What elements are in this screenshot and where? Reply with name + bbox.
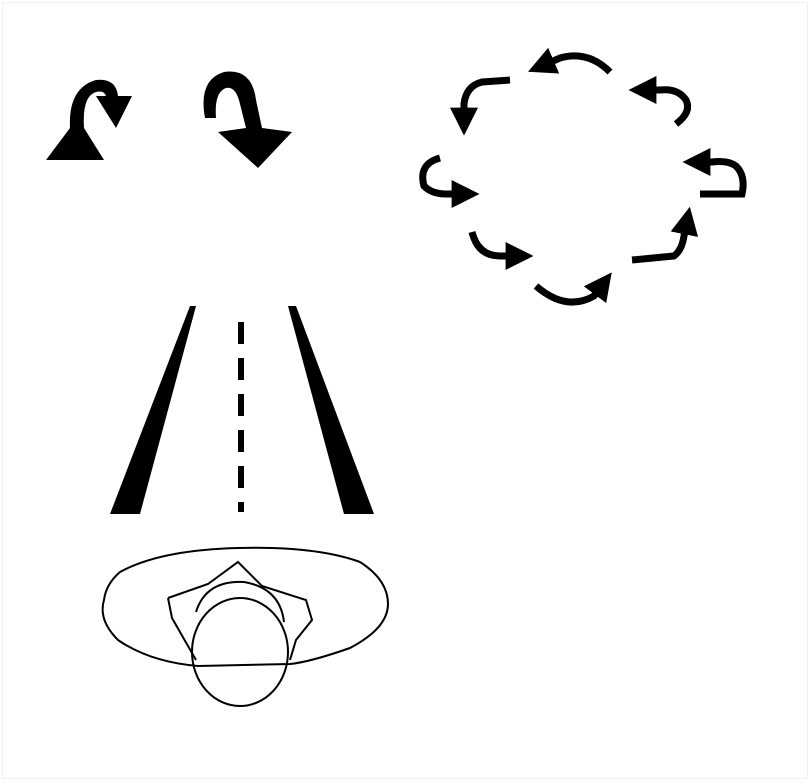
road-left-edge [110, 306, 196, 514]
road-right-edge [288, 306, 374, 514]
u-turn-left-icon [46, 80, 132, 160]
rotate-arrow-top-icon [546, 56, 610, 72]
person-shoulders [103, 548, 388, 666]
road-perspective-icon [110, 306, 374, 514]
person-collar [168, 562, 312, 660]
person-top-view-icon [103, 548, 388, 706]
rotate-arrow-bottom-left-icon [472, 232, 514, 256]
rotation-ring [423, 56, 743, 302]
rotate-arrow-bottom-icon [536, 286, 600, 302]
person-head [192, 598, 288, 706]
rotate-arrow-bottom-right-icon [632, 226, 686, 260]
rotate-arrow-top-right-icon [648, 90, 688, 124]
rotate-arrow-left-icon [423, 158, 460, 194]
u-turn-right-icon [204, 72, 292, 168]
rotate-arrow-top-left-icon [464, 80, 510, 116]
rotate-arrow-right-icon [700, 162, 743, 195]
